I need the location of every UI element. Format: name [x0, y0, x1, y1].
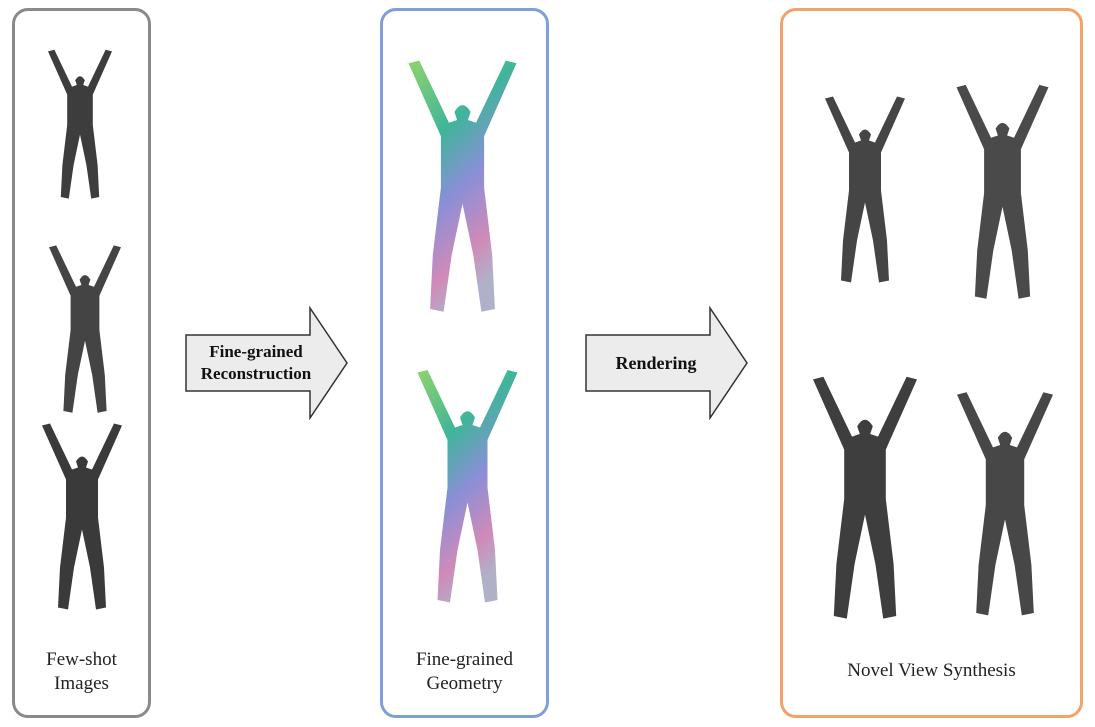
- few-shot-images-label: Few-shot Images: [12, 648, 151, 696]
- rendering-arrow-label: Rendering: [615, 353, 697, 373]
- input-image-3: [42, 423, 122, 610]
- label-line: Reconstruction: [200, 364, 312, 383]
- input-image-2: [49, 245, 121, 413]
- novel-view-1: [825, 96, 905, 283]
- reconstruction-arrow: [185, 306, 348, 420]
- novel-view-3: [813, 376, 917, 619]
- geometry-mesh-2: [417, 370, 518, 603]
- fine-grained-geometry-label: Fine-grained Geometry: [380, 648, 549, 696]
- label-line: Fine-grained: [415, 649, 514, 670]
- novel-view-synthesis-panel: [780, 8, 1083, 718]
- novel-view-4: [957, 392, 1053, 616]
- label-line: Fine-grained: [209, 342, 303, 361]
- input-image-1: [48, 49, 112, 199]
- geometry-mesh-1: [408, 60, 517, 312]
- label-line: Geometry: [426, 673, 503, 694]
- label-line: Images: [54, 673, 109, 694]
- label-line: Few-shot: [46, 649, 117, 670]
- reconstruction-arrow-label: Fine-grained Reconstruction: [186, 341, 326, 385]
- novel-view-synthesis-label: Novel View Synthesis: [847, 660, 1016, 681]
- few-shot-images-panel: [12, 8, 151, 718]
- rendering-arrow: [585, 306, 748, 420]
- fine-grained-geometry-panel: [380, 8, 549, 718]
- novel-view-2: [956, 84, 1049, 299]
